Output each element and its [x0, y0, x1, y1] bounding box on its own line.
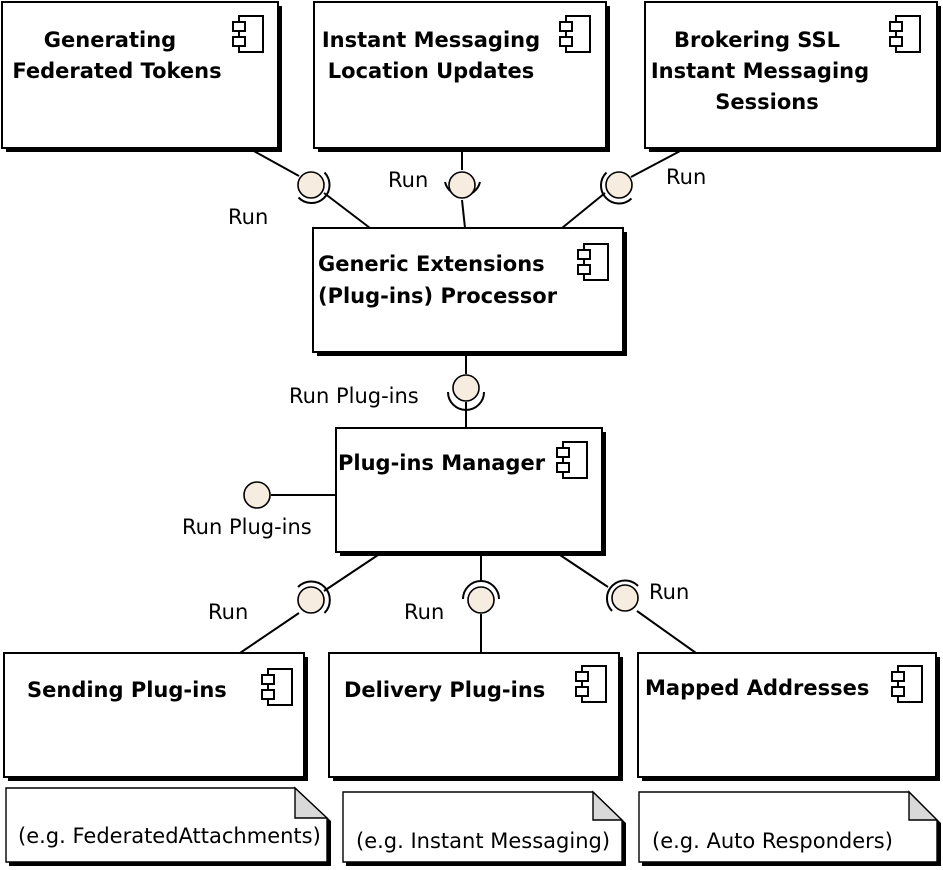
component-title-line-2: Instant Messaging [651, 59, 869, 83]
wire-manager-to-mapped-socket [556, 552, 609, 588]
lollipop-circle [452, 374, 480, 402]
component-title-line-1: Generating [44, 28, 176, 52]
lollipop-circle [243, 481, 271, 509]
lollipop-circle [297, 171, 325, 199]
interface-run-sending[interactable] [297, 580, 331, 614]
connectors [239, 149, 697, 654]
component-title-line-1: Brokering SSL [674, 28, 840, 52]
label-run-delivery: Run [404, 600, 444, 624]
component-title-line-2: Federated Tokens [12, 59, 221, 83]
label-run-plugins-top: Run Plug-ins [289, 384, 419, 408]
interface-run-plugins-provided[interactable] [243, 481, 271, 509]
component-brokering-ssl[interactable]: Brokering SSL Instant Messaging Sessions [644, 1, 941, 152]
component-title-line-1: Mapped Addresses [645, 676, 869, 700]
label-run-middle: Run [388, 168, 428, 192]
socket-arc [605, 579, 639, 612]
lollipop-circle [297, 586, 325, 614]
interface-run-left[interactable] [297, 171, 331, 204]
socket-arc [297, 580, 331, 614]
component-mapped-addresses[interactable]: Mapped Addresses [637, 652, 940, 781]
interface-run-plugins-top[interactable] [447, 374, 485, 411]
component-title-line-3: Sessions [715, 90, 818, 114]
wire-federated-to-socket [251, 149, 300, 177]
wire-mapped-lolly-to-box [636, 610, 697, 654]
component-federated-tokens[interactable]: Generating Federated Tokens [1, 1, 282, 152]
component-icon [232, 15, 264, 53]
component-delivery-plugins[interactable]: Delivery Plug-ins [328, 652, 623, 781]
component-im-location-updates[interactable]: Instant Messaging Location Updates [313, 1, 610, 152]
component-icon [261, 668, 293, 706]
component-sending-plugins[interactable]: Sending Plug-ins [3, 652, 308, 781]
component-title-line-1: Instant Messaging [322, 28, 540, 52]
note-sending: (e.g. FederatedAttachments) [5, 786, 331, 866]
component-icon [891, 665, 923, 703]
component-title-line-2: (Plug-ins) Processor [318, 284, 558, 308]
socket-arc [462, 580, 500, 600]
component-plugins-manager[interactable]: Plug-ins Manager [335, 427, 606, 556]
interface-run-mapped[interactable] [605, 579, 639, 612]
component-icon [577, 243, 609, 281]
component-icon [559, 15, 591, 53]
component-icon [556, 441, 588, 479]
component-title-line-1: Plug-ins Manager [338, 451, 546, 475]
wire-manager-to-sending-socket [323, 552, 382, 592]
label-run-left: Run [228, 205, 268, 229]
lollipop-circle [605, 171, 633, 199]
socket-arc [447, 391, 485, 411]
wire-sending-lolly-to-box [239, 612, 300, 654]
note-delivery: (e.g. Instant Messaging) [342, 790, 626, 866]
component-icon [575, 665, 607, 703]
component-title-line-1: Sending Plug-ins [27, 678, 227, 702]
wire-socket-to-processor-left [323, 192, 371, 229]
component-title-line-2: Location Updates [328, 59, 534, 83]
note-text: (e.g. FederatedAttachments) [18, 824, 321, 848]
wire-socket-to-processor-mid [461, 199, 466, 229]
wire-ssl-to-socket [630, 149, 683, 178]
component-icon [889, 15, 921, 53]
label-run-right: Run [666, 165, 706, 189]
interface-run-right[interactable] [600, 171, 633, 205]
component-generic-processor[interactable]: Generic Extensions (Plug-ins) Processor [312, 227, 627, 356]
label-run-sending: Run [208, 600, 248, 624]
label-run-plugins-provided: Run Plug-ins [182, 515, 312, 539]
lollipop-circle [448, 171, 476, 199]
socket-arc [297, 171, 331, 204]
socket-arc [600, 171, 633, 205]
lollipop-circle [611, 584, 639, 612]
interface-run-delivery[interactable] [462, 580, 500, 614]
label-run-mapped: Run [649, 580, 689, 604]
interface-run-middle[interactable] [444, 171, 481, 199]
note-text: (e.g. Auto Responders) [652, 829, 893, 853]
note-text: (e.g. Instant Messaging) [356, 829, 610, 853]
lollipop-circle [467, 586, 495, 614]
wire-socket-to-processor-right [561, 192, 606, 229]
note-mapped: (e.g. Auto Responders) [638, 790, 941, 866]
component-title-line-1: Delivery Plug-ins [344, 678, 545, 702]
component-title-line-1: Generic Extensions [318, 252, 545, 276]
